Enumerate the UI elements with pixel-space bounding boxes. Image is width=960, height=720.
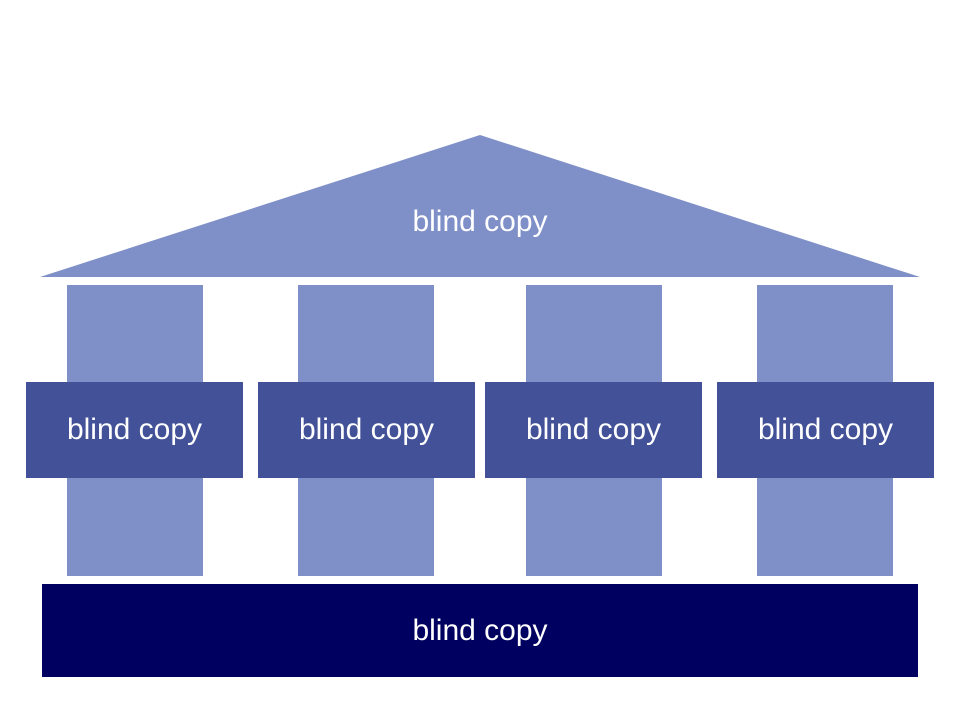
pillar-label-4: blind copy (717, 382, 934, 478)
pillar-label-2: blind copy (258, 382, 475, 478)
pillar-label-3: blind copy (485, 382, 702, 478)
roof-shape (40, 135, 920, 277)
pillar-label-1: blind copy (26, 382, 243, 478)
roof-label: blind copy (412, 205, 548, 238)
roof-triangle (40, 135, 920, 277)
foundation-label: blind copy (42, 584, 918, 677)
